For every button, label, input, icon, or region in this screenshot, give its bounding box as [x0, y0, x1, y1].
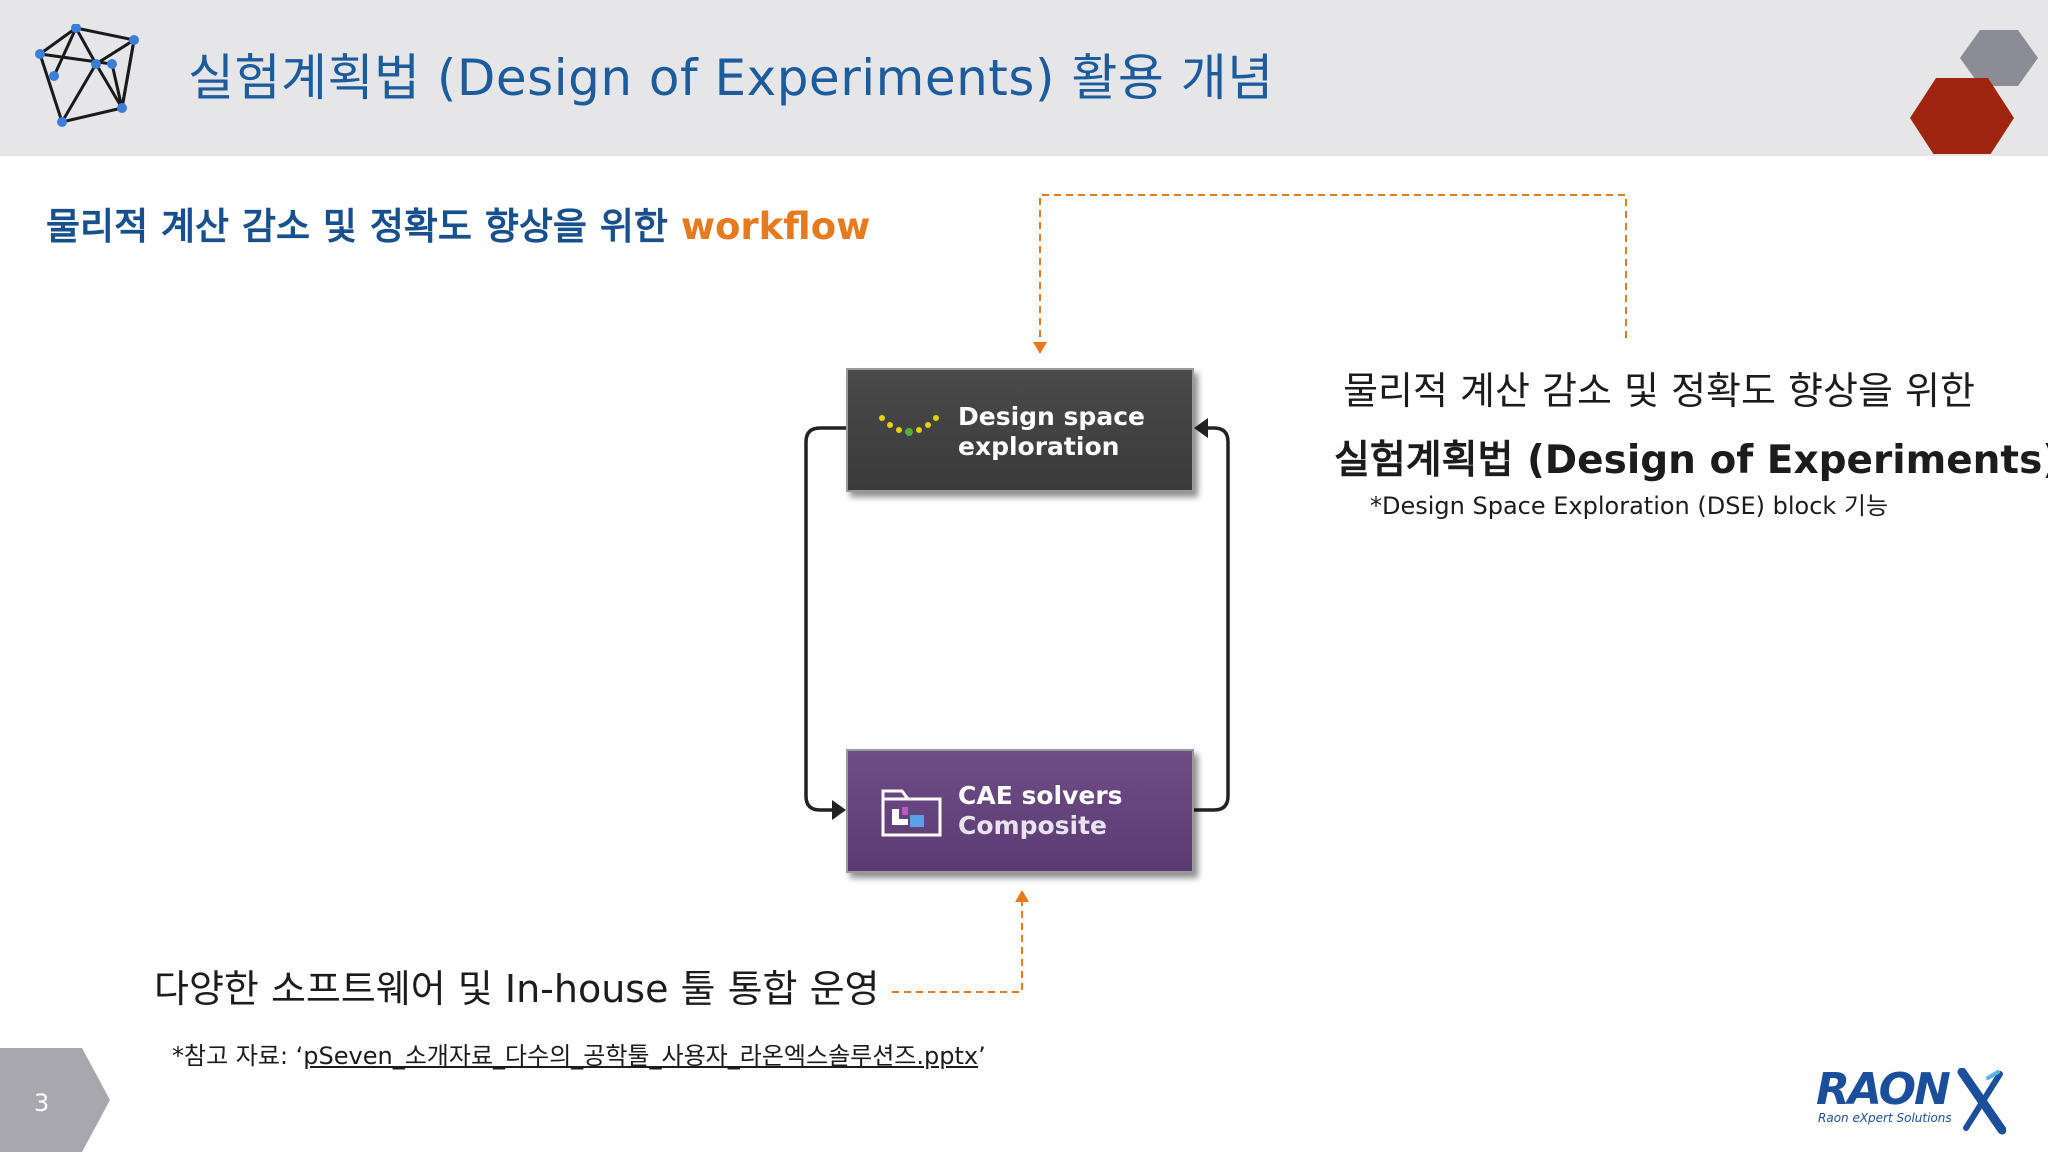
reference-file-link[interactable]: pSeven_소개자료_다수의_공학툴_사용자_라온엑스솔루션즈.pptx	[303, 1042, 979, 1070]
reference-prefix: *참고 자료: ‘	[172, 1042, 304, 1070]
raon-x-logo-icon	[1957, 1068, 2006, 1135]
network-graph-icon	[35, 24, 139, 127]
brand-tagline: Raon eXpert Solutions	[1818, 1111, 1952, 1125]
right-callout-line1: 물리적 계산 감소 및 정확도 향상을 위한	[1343, 369, 1975, 413]
reference-suffix: ’	[978, 1042, 986, 1070]
section-subtitle: 물리적 계산 감소 및 정확도 향상을 위한 workflow	[46, 196, 870, 250]
right-callout-line2: 실험계획법 (Design of Experiments)	[1334, 438, 2048, 483]
cae-label-line1: CAE solvers	[958, 781, 1123, 810]
dse-block-label: Design space exploration	[958, 402, 1145, 462]
slide-title: 실험계획법 (Design of Experiments) 활용 개념	[188, 49, 1274, 107]
right-callout-note: *Design Space Exploration (DSE) block 기능	[1370, 492, 1889, 520]
dse-block[interactable]: Design space exploration	[846, 368, 1194, 492]
subtitle-accent: workflow	[680, 205, 871, 248]
hexagon-decoration-icon	[1910, 30, 2038, 154]
loop-arrow-right	[1194, 426, 1230, 812]
dse-dots-icon	[879, 415, 939, 436]
subtitle-main: 물리적 계산 감소 및 정확도 향상을 위한	[46, 205, 668, 248]
dse-label-line2: exploration	[958, 432, 1120, 461]
dashed-connector-top	[1039, 194, 1627, 350]
brand-name: RAON	[1816, 1064, 1951, 1115]
cae-block-label: CAE solvers Composite	[958, 781, 1123, 841]
composite-folder-icon	[881, 789, 942, 837]
reference-note: *참고 자료: ‘pSeven_소개자료_다수의_공학툴_사용자_라온엑스솔루션…	[172, 1036, 986, 1071]
dashed-connector-bottom	[892, 896, 1023, 993]
page-number-tab	[0, 1048, 110, 1152]
right-callout: 물리적 계산 감소 및 정확도 향상을 위한 실험계획법 (Design of …	[1334, 360, 2048, 485]
header-band	[0, 0, 2048, 156]
cae-label-line2: Composite	[958, 811, 1107, 840]
bottom-callout: 다양한 소프트웨어 및 In-house 툴 통합 운영	[154, 967, 880, 1011]
page-number: 3	[34, 1089, 50, 1117]
loop-arrow-left	[804, 426, 846, 812]
cae-block[interactable]: CAE solvers Composite	[846, 749, 1194, 873]
dse-label-line1: Design space	[958, 402, 1145, 431]
